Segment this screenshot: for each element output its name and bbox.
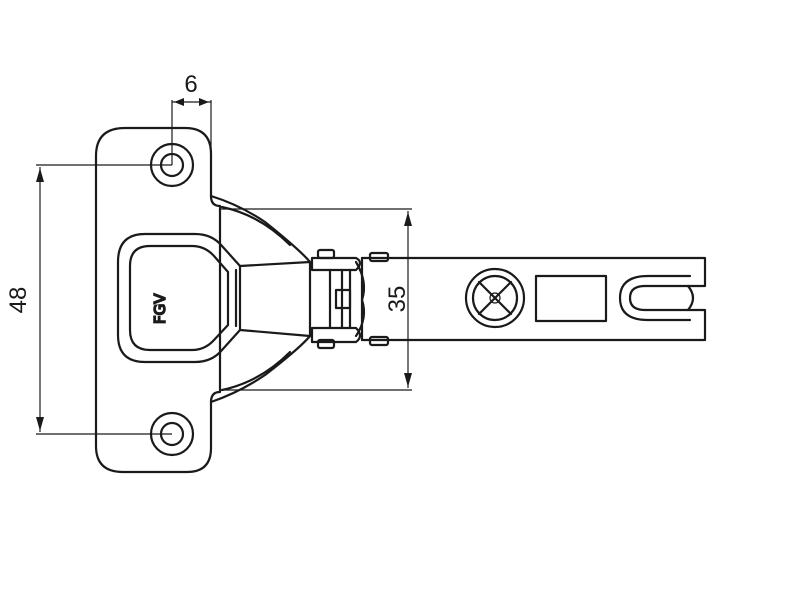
cup-outline xyxy=(209,194,312,404)
dimension-left: 48 xyxy=(5,164,172,435)
hinge-arm xyxy=(360,256,707,342)
brand-logo: FGV xyxy=(151,293,169,324)
arm-slot xyxy=(534,274,608,323)
dimension-left-label: 48 xyxy=(5,287,32,314)
dimension-top-label: 6 xyxy=(184,71,197,98)
hinge-knuckle xyxy=(310,248,390,350)
plate-boss xyxy=(116,232,242,364)
dimension-right-label: 35 xyxy=(384,286,411,313)
dimension-top: 6 xyxy=(171,71,212,200)
hinge-neck xyxy=(234,260,312,338)
dimension-right: 35 xyxy=(220,208,412,391)
adjustment-screw xyxy=(464,267,526,329)
